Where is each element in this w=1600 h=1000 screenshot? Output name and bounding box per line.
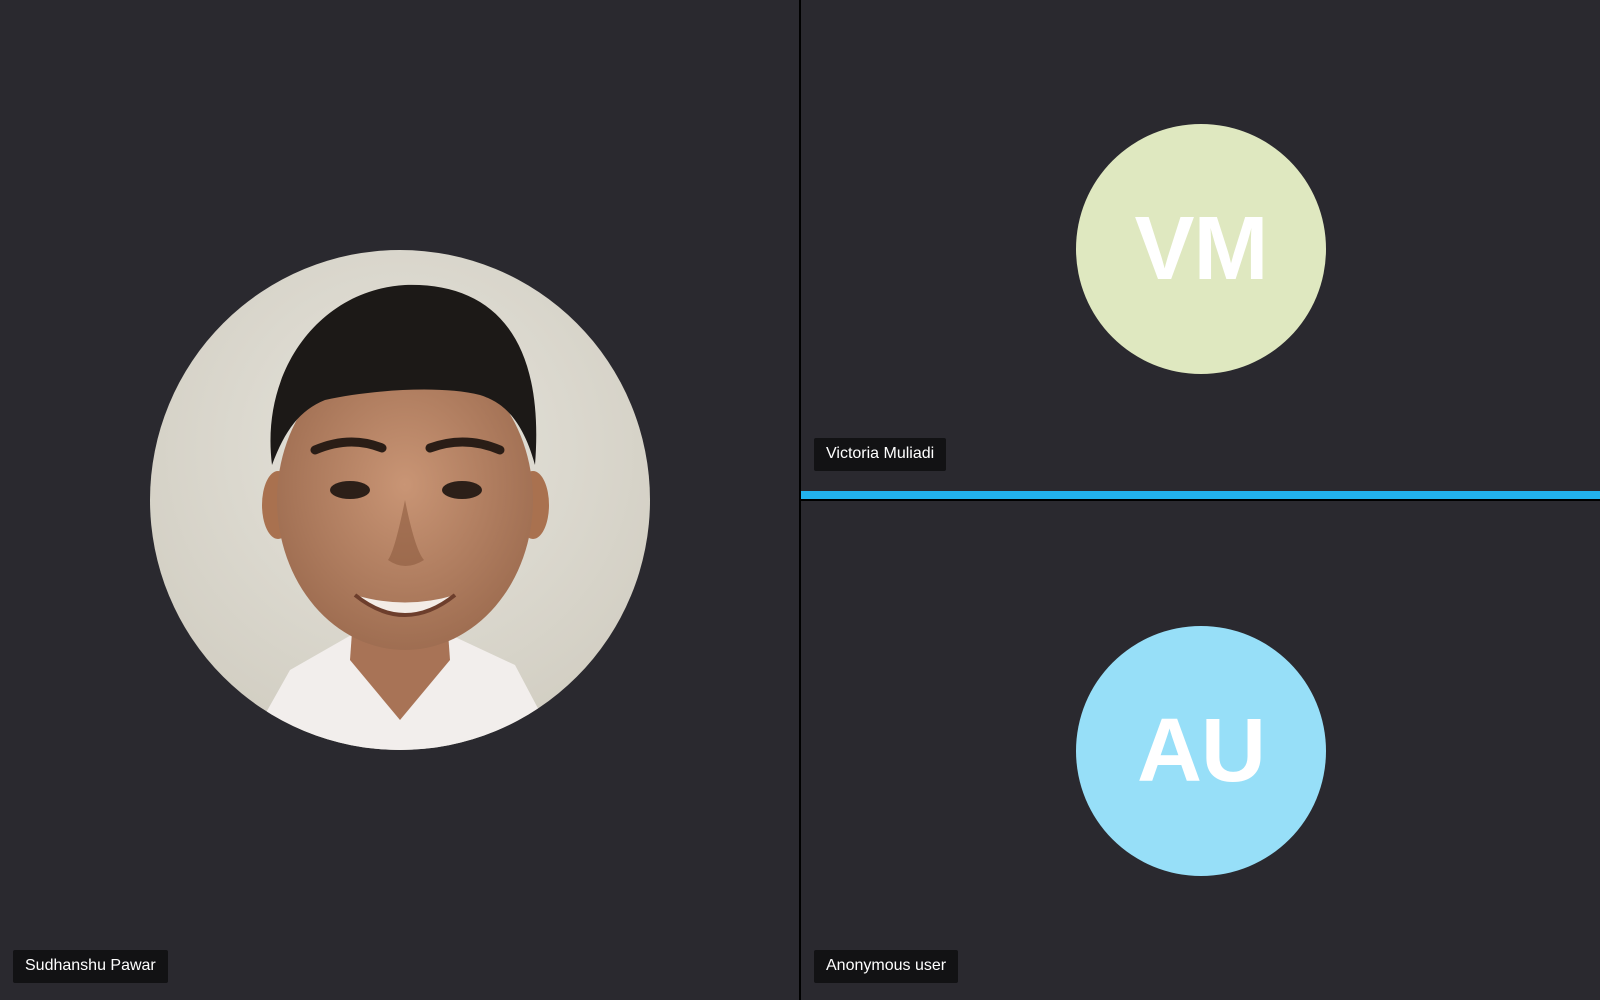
participant-name-label: Sudhanshu Pawar xyxy=(13,950,168,983)
participant-tile-victoria-muliadi[interactable]: VM Victoria Muliadi xyxy=(801,0,1600,491)
initials-avatar: VM xyxy=(1076,124,1326,374)
participant-photo xyxy=(150,250,650,750)
avatar-initials: AU xyxy=(1137,700,1266,801)
participant-name-label: Anonymous user xyxy=(814,950,959,983)
participant-tile-anonymous-user[interactable]: AU Anonymous user xyxy=(801,501,1600,1000)
avatar-initials: VM xyxy=(1134,198,1269,299)
initials-avatar: AU xyxy=(1076,626,1326,876)
participant-photo-avatar xyxy=(150,250,650,750)
participant-tile-sudhanshu-pawar[interactable]: Sudhanshu Pawar xyxy=(0,0,799,1000)
participant-name-label: Victoria Muliadi xyxy=(814,438,947,471)
active-speaker-indicator xyxy=(801,491,1600,499)
